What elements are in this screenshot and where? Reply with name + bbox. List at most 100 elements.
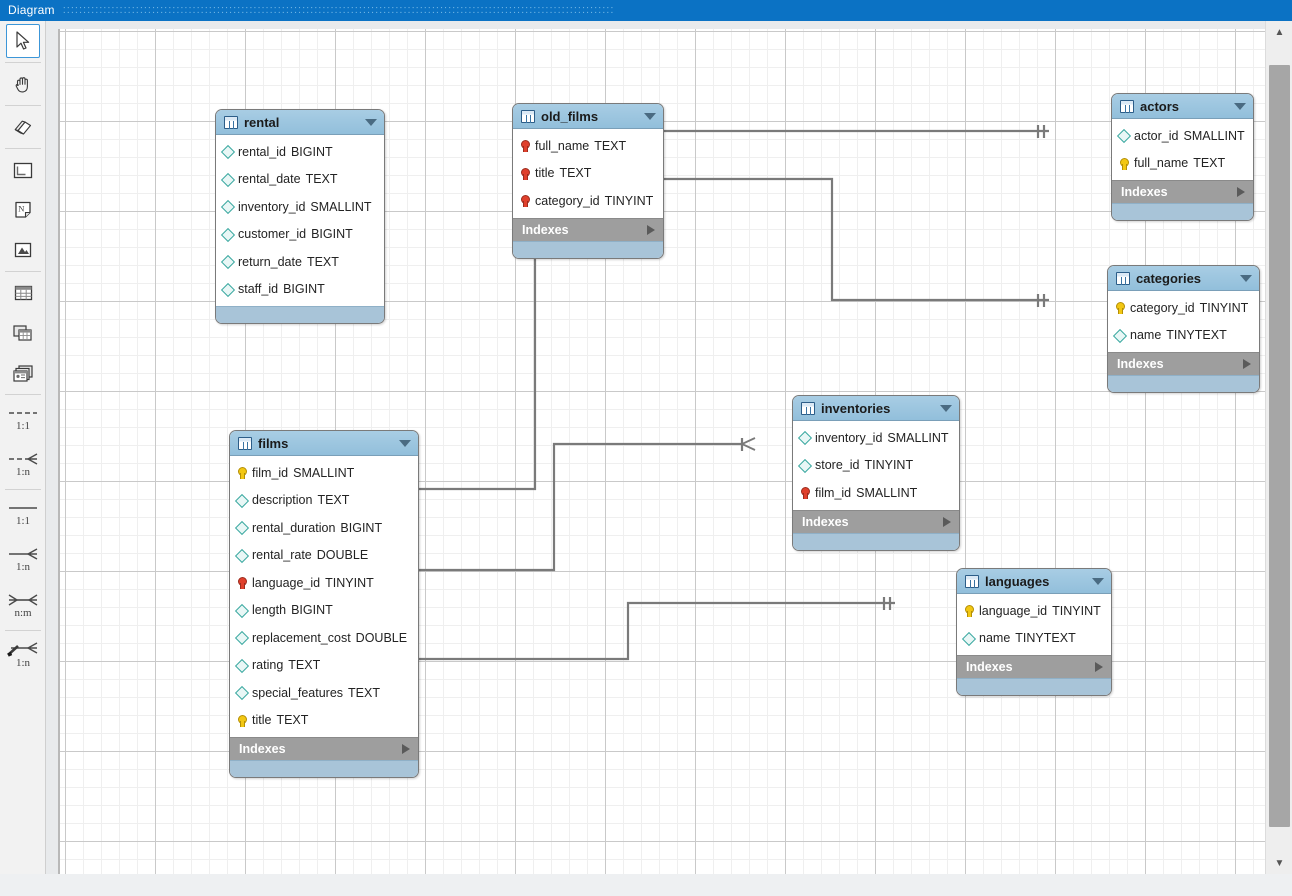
table-tool[interactable] bbox=[0, 273, 46, 313]
column-type: BIGINT bbox=[311, 227, 353, 242]
relation-1ton-solid[interactable]: 1:n bbox=[0, 537, 46, 583]
rel-oldfilms-fullname-actors-fullname[interactable] bbox=[602, 124, 1049, 138]
table-column[interactable]: customer_id BIGINT bbox=[216, 221, 384, 249]
note-tool[interactable]: N bbox=[0, 190, 46, 230]
table-header-films[interactable]: films bbox=[230, 431, 418, 456]
table-icon bbox=[521, 109, 535, 123]
relation-1ton-pick[interactable]: 1:n bbox=[0, 632, 46, 678]
indexes-section-languages[interactable]: Indexes bbox=[957, 655, 1111, 678]
expand-arrow-icon[interactable] bbox=[1237, 187, 1245, 197]
indexes-section-categories[interactable]: Indexes bbox=[1108, 352, 1259, 375]
indexes-label: Indexes bbox=[802, 514, 849, 529]
expand-arrow-icon[interactable] bbox=[647, 224, 655, 235]
pointer-tool[interactable] bbox=[0, 21, 46, 61]
table-header-actors[interactable]: actors bbox=[1112, 94, 1253, 119]
eraser-tool[interactable] bbox=[0, 107, 46, 147]
chevron-down-icon[interactable] bbox=[1240, 274, 1252, 282]
chevron-down-icon[interactable] bbox=[940, 404, 952, 412]
vertical-scrollbar[interactable]: ▲ ▼ bbox=[1265, 21, 1292, 874]
expand-arrow-icon[interactable] bbox=[1095, 662, 1103, 672]
chevron-down-icon[interactable] bbox=[1234, 102, 1246, 110]
relation-1to1-solid[interactable]: 1:1 bbox=[0, 491, 46, 537]
indexes-section-old_films[interactable]: Indexes bbox=[513, 217, 663, 241]
rel-oldfilms-categoryid-categories[interactable] bbox=[602, 172, 1049, 307]
chevron-down-icon[interactable] bbox=[1092, 577, 1104, 585]
expand-arrow-icon[interactable] bbox=[1243, 359, 1251, 369]
chevron-down-icon[interactable] bbox=[399, 439, 411, 447]
view-tool[interactable] bbox=[0, 313, 46, 353]
routine-group-tool[interactable] bbox=[0, 353, 46, 393]
expand-arrow-icon[interactable] bbox=[402, 744, 410, 754]
column-type: SMALLINT bbox=[856, 485, 918, 500]
scroll-up-button[interactable]: ▲ bbox=[1274, 26, 1285, 38]
relation-1to1-identifying-dashed[interactable]: 1:1 bbox=[0, 396, 46, 442]
hand-tool[interactable] bbox=[0, 64, 46, 104]
column-type: BIGINT bbox=[291, 603, 333, 618]
image-tool[interactable] bbox=[0, 230, 46, 270]
indexes-section-films[interactable]: Indexes bbox=[230, 737, 418, 760]
table-header-rental[interactable]: rental bbox=[216, 110, 384, 135]
indexes-section-actors[interactable]: Indexes bbox=[1112, 180, 1253, 203]
table-header-categories[interactable]: categories bbox=[1108, 266, 1259, 291]
column-name: staff_id bbox=[238, 282, 279, 297]
column-name: title bbox=[252, 713, 272, 728]
table-header-inventories[interactable]: inventories bbox=[793, 396, 959, 421]
chevron-down-icon[interactable] bbox=[644, 112, 656, 120]
scroll-down-button[interactable]: ▼ bbox=[1274, 857, 1285, 869]
column-diamond-icon bbox=[236, 686, 249, 699]
chevron-down-icon[interactable] bbox=[365, 118, 377, 126]
note-icon: N bbox=[15, 201, 31, 218]
scrollbar-thumb[interactable] bbox=[1269, 65, 1290, 827]
column-type: BIGINT bbox=[283, 282, 325, 297]
column-name: customer_id bbox=[238, 227, 307, 242]
table-header-old_films[interactable]: old_films bbox=[513, 104, 663, 129]
table-column[interactable]: staff_id BIGINT bbox=[216, 276, 384, 304]
relation-1ton-identifying-dashed[interactable]: 1:n bbox=[0, 442, 46, 488]
expand-arrow-icon[interactable] bbox=[943, 516, 951, 527]
layer-tool[interactable] bbox=[0, 150, 46, 190]
column-name: language_id bbox=[979, 603, 1048, 618]
indexes-section-inventories[interactable]: Indexes bbox=[793, 509, 959, 533]
table-header-languages[interactable]: languages bbox=[957, 569, 1111, 594]
relation-ntom[interactable]: n:m bbox=[0, 583, 46, 629]
rel-inventories-filmid-films-filmid[interactable] bbox=[365, 437, 756, 577]
relation-solid-1to1-icon bbox=[9, 506, 37, 509]
rel-films-languageid-languages[interactable] bbox=[359, 597, 895, 666]
